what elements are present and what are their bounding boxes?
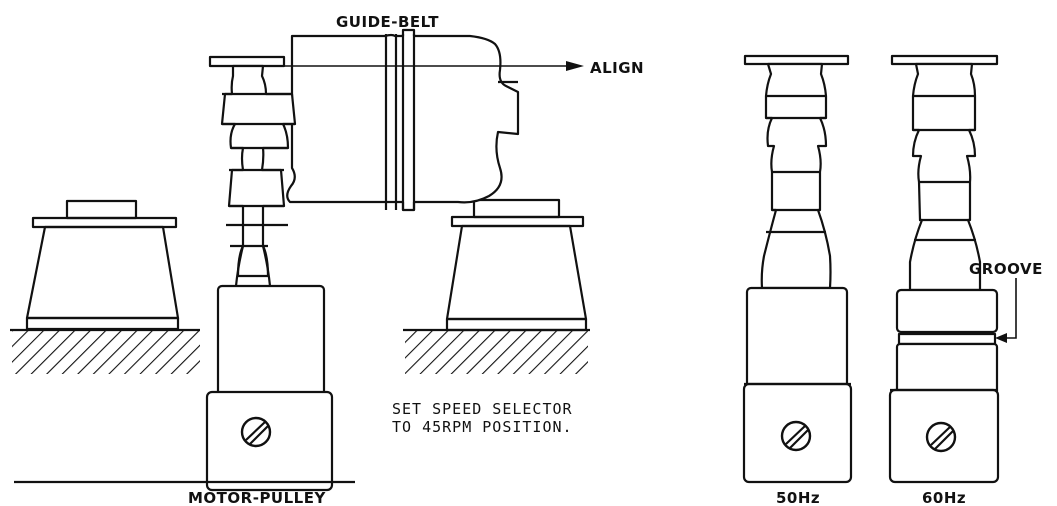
pulley-60hz-screw-icon — [925, 421, 957, 453]
guide-belt — [286, 28, 520, 212]
pulley-50hz-screw-icon — [780, 420, 812, 452]
motor-pulley-screw-icon — [240, 416, 272, 448]
align-arrow — [284, 61, 584, 71]
right-idler-cone — [445, 198, 588, 332]
guide-belt-label: GUIDE-BELT — [336, 13, 439, 31]
motor-pulley — [205, 284, 334, 492]
groove-label: GROOVE — [969, 260, 1043, 278]
left-base-block — [10, 328, 200, 374]
groove-arrow — [995, 278, 1017, 343]
pulley-50hz — [742, 54, 853, 484]
label-50hz: 50Hz — [776, 489, 820, 506]
pulley-60hz — [888, 54, 1000, 484]
speed-note-line2: TO 45RPM POSITION. — [392, 418, 573, 436]
align-label: ALIGN — [590, 59, 644, 77]
motor-pulley-label: MOTOR-PULLEY — [188, 489, 326, 506]
left-idler-cone — [25, 199, 180, 331]
speed-note-line1: SET SPEED SELECTOR — [392, 400, 573, 418]
right-base-block — [403, 328, 590, 374]
label-60hz: 60Hz — [922, 489, 966, 506]
main-pulley — [208, 55, 297, 287]
